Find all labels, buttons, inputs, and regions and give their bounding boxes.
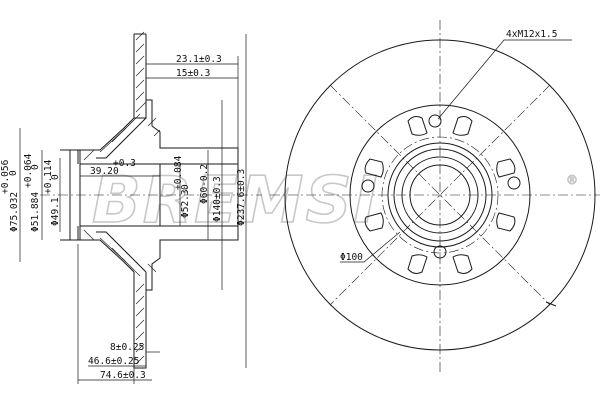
dim-flange-thickness: 23.1±0.3 xyxy=(176,54,222,65)
dim-small-pcd: Φ60-0.2 xyxy=(199,164,210,204)
dim-disc-thickness: 8±0.25 xyxy=(110,342,144,353)
dim-bearing-depth-tol-top: +0.3 xyxy=(113,158,136,169)
dim-inner-tol-top: +0.114 xyxy=(43,159,54,194)
dim-inner-tol-bottom: 0 xyxy=(50,174,61,180)
section-hatching xyxy=(83,31,161,365)
dim-inner-diameter: Φ49.1 xyxy=(50,197,61,226)
dim-bore-tol-bottom: 0 xyxy=(180,184,191,190)
dim-seat-diameter: Φ75.032 xyxy=(9,192,20,232)
dim-bolt-holes: 4xM12x1.5 xyxy=(506,29,557,40)
bolt-holes xyxy=(361,114,521,259)
registered-mark: ® xyxy=(566,173,578,187)
dim-hub-diameter: Φ140±0.3 xyxy=(212,176,223,222)
side-section-view xyxy=(40,31,262,369)
dim-bore-diameter: Φ52.3 xyxy=(180,189,191,218)
pcd-circle xyxy=(381,136,499,254)
dim-disc-diameter: Φ237.6±0.3 xyxy=(236,169,247,226)
side-view-dimensions: 23.1±0.3 15±0.3 39.2 +0.3 0 Φ52.3 +0.084… xyxy=(0,34,247,384)
dim-hub-depth: 15±0.3 xyxy=(176,68,210,79)
dim-bearing-bore: Φ51.884 xyxy=(30,192,41,232)
dim-offset: 46.6±0.25 xyxy=(88,356,139,367)
hat-slots xyxy=(364,116,516,274)
dim-bore-tol-top: +0.084 xyxy=(173,155,184,190)
front-view xyxy=(270,20,600,375)
dim-total-width: 74.6±0.3 xyxy=(100,370,146,381)
front-view-dimensions: 4xM12x1.5 Φ100 xyxy=(340,29,572,263)
dim-pcd: Φ100 xyxy=(340,252,363,263)
dim-seat-tol-top: +0.056 xyxy=(0,159,11,194)
dim-bearing-depth-tol-bottom: 0 xyxy=(113,166,119,177)
dim-bearing-depth: 39.2 xyxy=(90,166,113,177)
dim-bearing-bore-tol-top: +0.064 xyxy=(23,153,34,188)
dim-seat-tol-bottom: 0 xyxy=(8,170,19,176)
dim-bearing-bore-tol-bottom: 0 xyxy=(30,164,41,170)
